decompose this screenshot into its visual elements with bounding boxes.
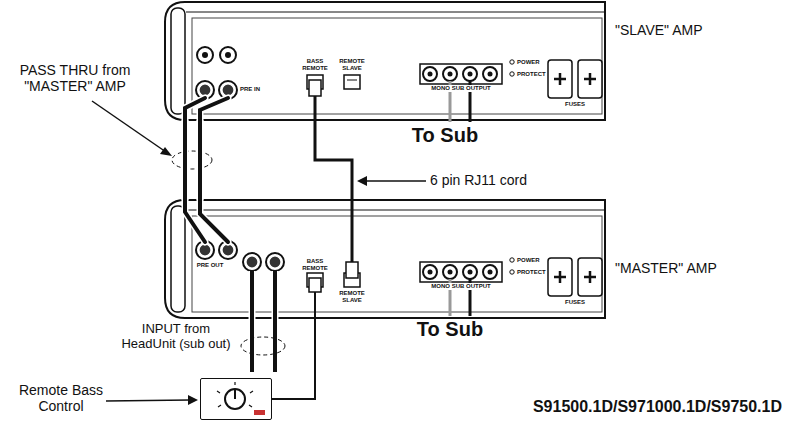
callout-text: INPUT from HeadUnit (sub out) [116,322,236,352]
terminal-label: MONO SUB OUTPUT [420,85,502,92]
pass-thru-leader [92,101,172,156]
knob-symbol [201,379,270,418]
pass-thru-callout-ring [172,151,212,169]
cable-halo [185,120,200,200]
node-label: "MASTER" AMP [615,260,785,276]
cable-line [315,120,352,200]
head-unit-input-cables [252,271,275,372]
terminal-label: MONO SUB OUTPUT [420,283,502,290]
callout-text: 6 pin RJ11 cord [430,172,560,188]
cable-line [272,318,315,399]
jack-label: PRE IN [240,86,266,93]
rj11-cord [315,120,352,200]
output-label: To Sub [410,318,490,341]
remote-cable [272,318,315,399]
jack-label: BASS REMOTE [300,58,330,72]
jack-label: BASS REMOTE [300,258,330,272]
jack-label: REMOTE SLAVE [337,58,367,72]
input-callout-ring [241,337,285,355]
slave-rca-jacks [196,47,237,99]
rca-pass-thru-cable [185,120,200,200]
jack-label: PRE OUT [192,262,228,269]
master-chassis [165,200,605,318]
callout-text: PASS THRU from "MASTER" AMP [10,62,140,94]
remote-control-box: Remote Bass Control [200,378,272,420]
led-label: PROTECT [517,269,547,276]
slave-pass-thru-cable-ends [185,98,228,120]
master-pass-thru-cable-ends [185,200,228,242]
led-label: PROTECT [517,71,547,78]
slave-rj11-jacks [307,75,360,120]
model-number: S91500.1D/S971000.1D/S9750.1D [480,398,782,416]
remote-leader [106,395,198,405]
fuse-label: FUSES [548,101,602,108]
slave-chassis [165,2,605,120]
cable-line [185,120,200,200]
led-label: POWER [517,257,547,264]
fuse-label: FUSES [548,299,602,306]
jack-label: REMOTE SLAVE [337,290,367,304]
rj11-leader [357,176,426,186]
output-label: To Sub [405,124,485,147]
node-label: Remote Bass Control [11,382,111,414]
led-label: POWER [517,59,547,66]
node-label: "SLAVE" AMP [615,22,785,38]
